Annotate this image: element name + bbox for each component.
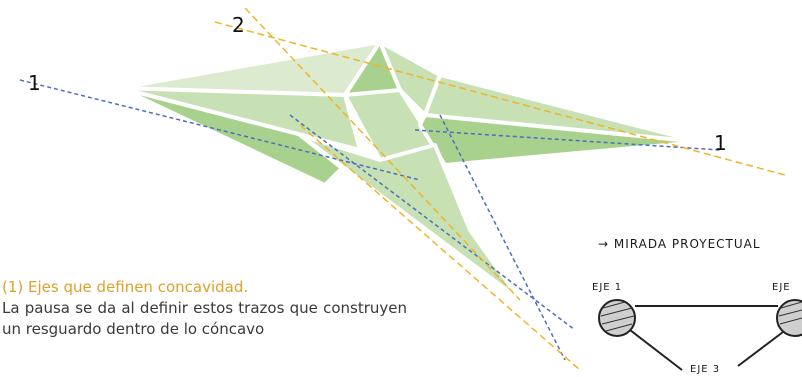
sketch-hatching	[600, 301, 802, 332]
facet-lower-tip	[298, 133, 522, 302]
star-shape	[118, 40, 702, 302]
orange-axis-3	[299, 124, 581, 371]
sketch-node-2	[776, 299, 802, 337]
axis-label-right: 1	[714, 131, 727, 155]
axes	[19, 7, 786, 371]
axis-label-top: 2	[232, 13, 245, 37]
sketch-edge-right	[737, 331, 784, 367]
caption-title: (1) Ejes que definen concavidad.	[2, 278, 249, 296]
caption-body: La pausa se da al definir estos trazos q…	[2, 299, 407, 338]
sketch-edge-3-label: EJE 3	[690, 364, 720, 375]
blue-axis-2	[414, 129, 721, 151]
blue-axis-4	[439, 114, 566, 361]
sketch-node-1-label: EJE 1	[592, 282, 622, 293]
sketch-heading: → MIRADA PROYECTUAL	[598, 237, 761, 251]
facet-upper-left	[118, 40, 382, 97]
projective-sketch: → MIRADA PROYECTUAL EJE 1 EJE EJE 3	[592, 237, 802, 375]
axis-label-left: 1	[28, 71, 41, 95]
caption: (1) Ejes que definen concavidad. La paus…	[2, 277, 407, 340]
sketch-edge-left	[629, 329, 683, 371]
orange-axis-2	[244, 7, 521, 301]
sketch-node-2-label: EJE	[772, 282, 791, 293]
sketch-node-1	[598, 299, 636, 337]
blue-axis-3	[289, 114, 576, 331]
